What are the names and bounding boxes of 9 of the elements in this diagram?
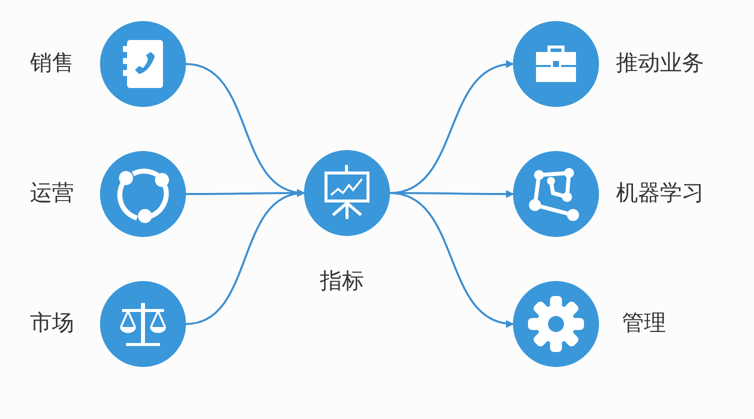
arrow <box>390 192 514 327</box>
node-label: 市场 <box>30 310 74 338</box>
node-label: 运营 <box>30 180 74 208</box>
node-label: 管理 <box>622 310 666 338</box>
node-label: 机器学习 <box>616 180 704 208</box>
node-label: 推动业务 <box>616 50 704 78</box>
node-label: 销售 <box>30 50 74 78</box>
node-label: 指标 <box>320 268 364 296</box>
arrow <box>186 190 305 325</box>
